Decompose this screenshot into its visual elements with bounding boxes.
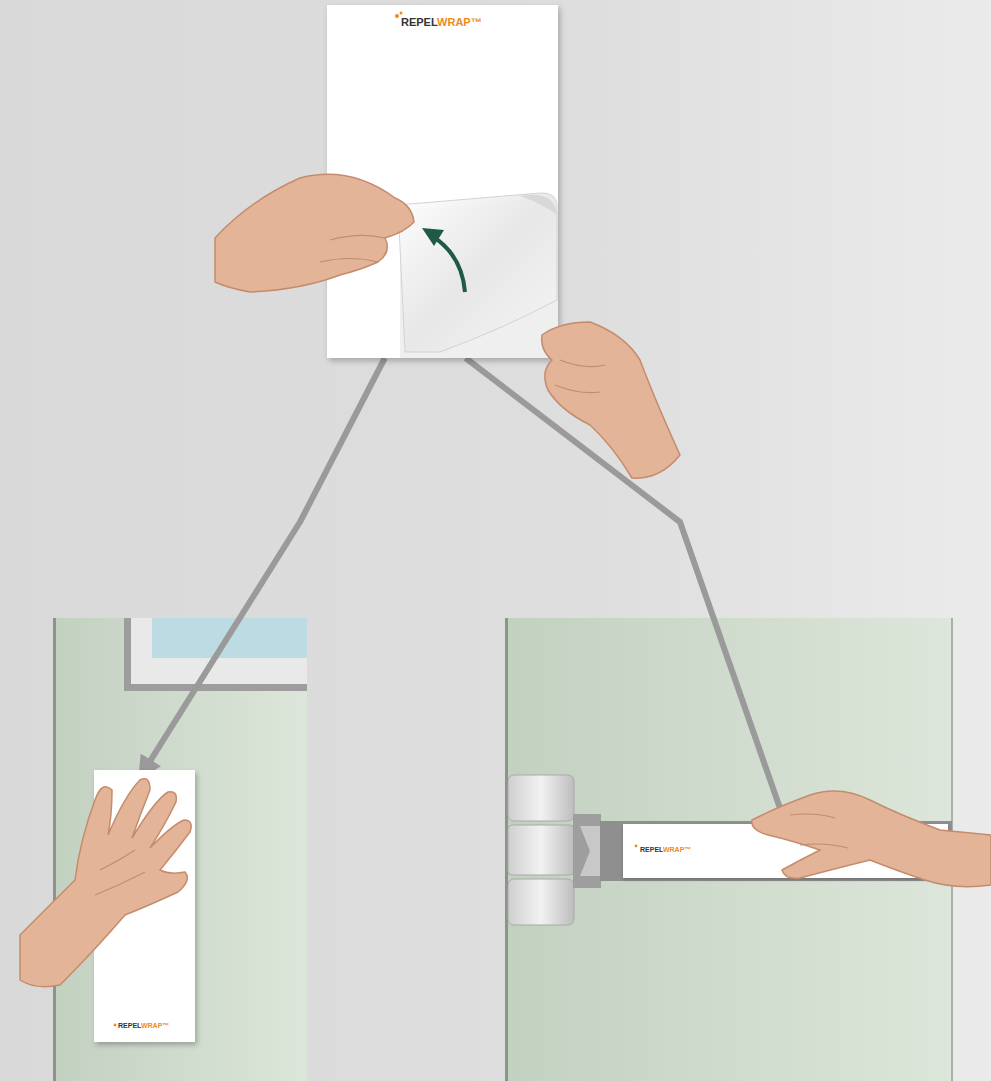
logo-icon: [395, 14, 399, 18]
brand-name-accent: WRAP™: [141, 1022, 169, 1029]
logo-icon: [400, 12, 403, 15]
wrap-sheet: REPELWRAP™: [327, 5, 558, 358]
hinge-cylinder: [508, 879, 574, 925]
logo-icon: [635, 845, 638, 848]
film-curl: [520, 195, 557, 215]
left-hand: [215, 174, 414, 292]
logo-icon: [114, 1024, 117, 1027]
right-hand: [542, 322, 680, 478]
peel-arrow-head: [422, 228, 444, 246]
wall-panel: [55, 618, 307, 1081]
backing-shadow: [400, 198, 558, 358]
bar-hand: [752, 791, 991, 887]
brand-logo: REPELWRAP™: [640, 846, 691, 853]
flow-arrow: [145, 358, 385, 770]
brand-name: REPEL: [640, 846, 663, 853]
flow-arrow: [466, 358, 786, 824]
push-bar: [600, 821, 952, 881]
bar-hand-crease: [790, 814, 848, 848]
bar-bracket: [573, 814, 601, 888]
bar-bracket-shade: [580, 826, 600, 876]
brand-logo: REPELWRAP™: [401, 17, 482, 28]
brand-logo: REPELWRAP™: [118, 1022, 169, 1029]
brand-name-accent: WRAP™: [663, 846, 691, 853]
wall-hand-crease: [95, 850, 145, 895]
door-panel: [507, 618, 952, 1081]
peel-arrow: [432, 236, 465, 292]
wrap-sheet: REPELWRAP™: [94, 770, 195, 1042]
wall-hand: [20, 779, 191, 987]
brand-name: REPEL: [118, 1022, 141, 1029]
brand-name: REPEL: [401, 16, 437, 28]
brand-name-accent: WRAP™: [437, 16, 482, 28]
wrap-sheet: REPELWRAP™: [623, 824, 948, 878]
right-hand-crease: [555, 360, 605, 393]
wall-edge: [53, 618, 56, 1081]
peeled-film: [398, 193, 557, 352]
hinge-cylinder: [508, 775, 574, 821]
left-hand-crease: [320, 235, 385, 262]
hinge-cylinder: [508, 825, 574, 875]
